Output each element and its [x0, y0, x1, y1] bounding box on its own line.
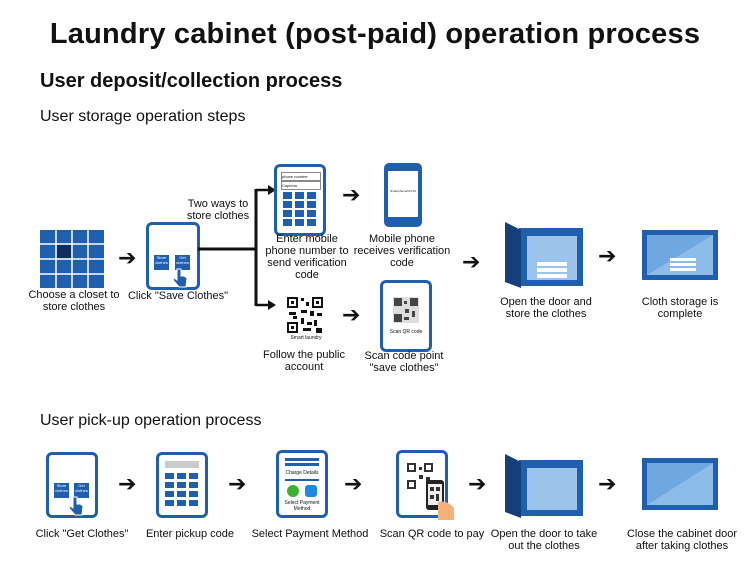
- storage-heading: User storage operation steps: [40, 108, 246, 125]
- arrow-icon: ➔: [598, 243, 617, 268]
- phone-number-field-icon: phone number: [281, 172, 321, 181]
- arrow-icon: ➔: [468, 471, 487, 496]
- page-title: Laundry cabinet (post-paid) operation pr…: [49, 18, 701, 50]
- charge-details-caption: Charge Details: [285, 470, 319, 476]
- keypad-icon: [283, 192, 316, 226]
- closet-grid-icon: [40, 230, 104, 288]
- payment-method-icon: Charge Details Select Payment Method: [276, 450, 328, 518]
- arrow-icon: ➔: [118, 245, 137, 270]
- smart-laundry-caption: Smart laundry: [290, 335, 322, 341]
- arrow-icon: ➔: [462, 249, 481, 274]
- store-clothes-button-icon: Store clothes: [54, 483, 69, 498]
- phone-keypad-icon: phone number Captcha: [274, 164, 326, 236]
- wechat-pay-icon: [287, 485, 299, 497]
- step-open-take-label: Open the door to take out the clothes: [490, 528, 598, 552]
- arrow-icon: ➔: [344, 471, 363, 496]
- arrow-icon: ➔: [228, 471, 247, 496]
- pickup-heading: User pick-up operation process: [40, 412, 262, 429]
- tablet-get-icon: Store clothes Get clothes: [46, 452, 98, 518]
- hand-pointer-icon: [68, 496, 84, 516]
- arrow-icon: ➔: [118, 471, 137, 496]
- alipay-icon: [305, 485, 317, 497]
- select-payment-caption: Select Payment Method: [284, 500, 320, 512]
- arrow-icon: ➔: [598, 471, 617, 496]
- step-scan-pay-label: Scan QR code to pay: [379, 528, 485, 540]
- qr-code-icon: [286, 296, 324, 334]
- captcha-field-icon: Captcha: [281, 181, 321, 190]
- phone-sms-icon: Smartphone/CN 23: [384, 163, 422, 227]
- step-close-door-label: Close the cabinet door after taking clot…: [626, 528, 738, 552]
- tablet-save-icon: Store clothes Get clothes: [146, 222, 200, 290]
- step-follow-account-label: Follow the public account: [263, 349, 345, 373]
- step-enter-code-label: Enter pickup code: [145, 528, 235, 540]
- arrow-icon: ➔: [342, 182, 361, 207]
- step-scan-save-label: Scan code point "save clothes": [364, 350, 444, 374]
- step-receive-code-label: Mobile phone receives verification code: [353, 233, 451, 269]
- step-enter-phone-label: Enter mobile phone number to send verifi…: [265, 233, 349, 281]
- open-cabinet-icon: [505, 222, 583, 288]
- sms-text: Smartphone/CN 23: [390, 189, 416, 193]
- step-choose-closet-label: Choose a closet to store clothes: [28, 289, 120, 313]
- phone-scan-icon: Scan QR code: [380, 280, 432, 352]
- step-open-store-label: Open the door and store the clothes: [500, 296, 592, 320]
- arrow-icon: ➔: [342, 302, 361, 327]
- scan-qr-caption: Scan QR code: [389, 329, 423, 335]
- pickup-keypad-icon: [156, 452, 208, 518]
- keypad-icon: [165, 473, 198, 506]
- get-clothes-button-icon: Get clothes: [74, 483, 89, 498]
- hand-pointer-icon: [172, 268, 188, 288]
- branch-note: Two ways to store clothes: [186, 198, 250, 222]
- get-clothes-button-icon: Get clothes: [175, 255, 190, 270]
- store-clothes-button-icon: Store clothes: [154, 255, 169, 270]
- step-click-get-label: Click "Get Clothes": [35, 528, 129, 540]
- closed-cabinet-icon: [642, 230, 718, 280]
- qr-code-icon: [393, 297, 419, 323]
- step-select-payment-label: Select Payment Method: [251, 528, 369, 540]
- branch-connector: [198, 185, 276, 310]
- step-click-save-label: Click "Save Clothes": [127, 290, 229, 302]
- open-cabinet-icon: [505, 454, 583, 518]
- closed-cabinet-icon: [642, 458, 718, 510]
- section-title: User deposit/collection process: [40, 70, 343, 92]
- step-complete-label: Cloth storage is complete: [641, 296, 719, 320]
- hand-holding-phone-icon: [426, 480, 454, 520]
